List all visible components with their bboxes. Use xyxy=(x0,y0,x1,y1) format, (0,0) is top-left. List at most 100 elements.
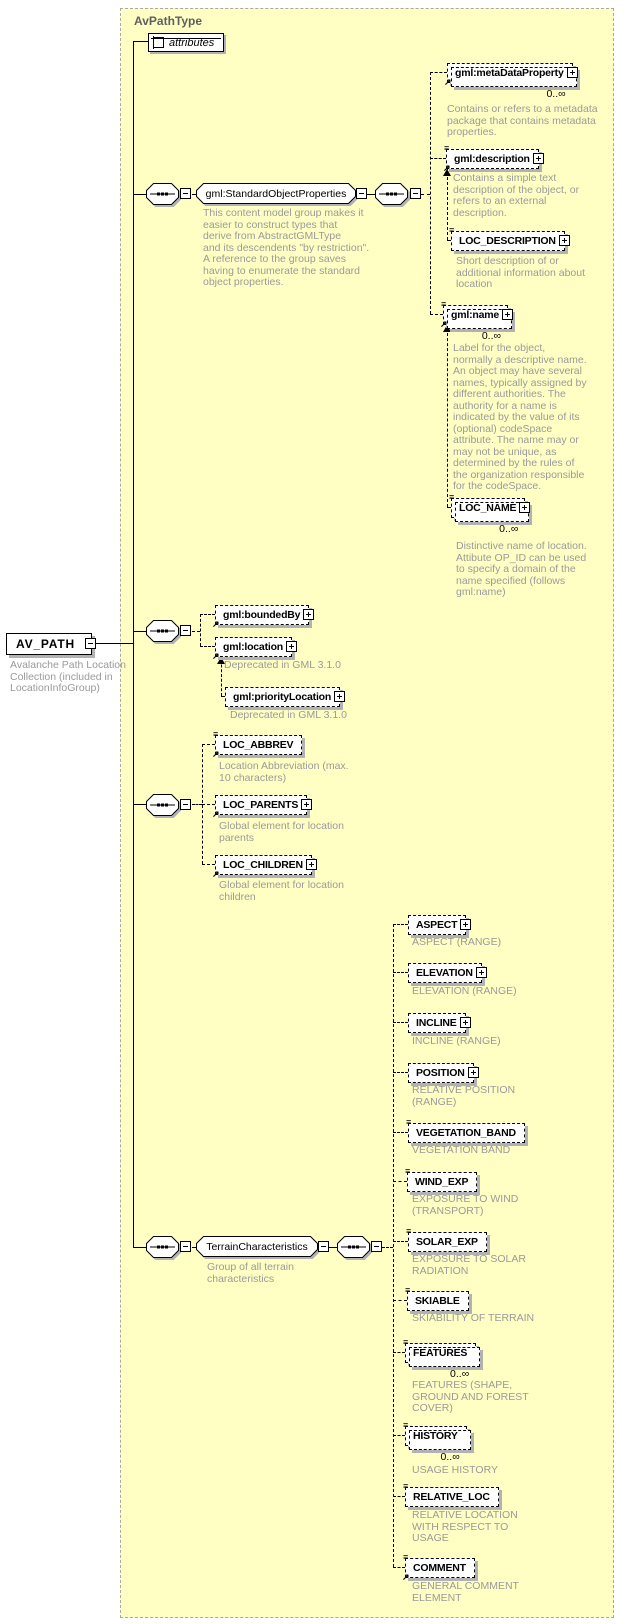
element-label: LOC_NAME xyxy=(459,502,517,514)
element-label: SKIABLE xyxy=(415,1295,460,1307)
element-incline[interactable]: INCLINE xyxy=(408,1013,471,1033)
expand-button[interactable] xyxy=(459,1016,471,1028)
expand-button[interactable] xyxy=(558,234,570,246)
annotation-icon: ≡ xyxy=(406,1226,412,1236)
collapse-button[interactable] xyxy=(180,1241,191,1252)
substitutable-icon: ↗ xyxy=(212,651,220,661)
collapse-button[interactable] xyxy=(318,1241,329,1252)
annotation-icon: ≡ xyxy=(403,1337,409,1347)
occurrence-label: 0..∞ xyxy=(499,523,519,535)
annotation-icon: ≡ xyxy=(403,1420,409,1430)
element-label: WIND_EXP xyxy=(415,1176,469,1188)
element-elevation[interactable]: ELEVATION xyxy=(408,963,487,983)
group-standard-object-properties[interactable]: gml:StandardObjectProperties xyxy=(196,183,356,204)
element-annotation: EXPOSURE TO SOLAR RADIATION xyxy=(412,1253,526,1277)
element-label: gml:location xyxy=(223,641,284,653)
annotation-icon: ≡ xyxy=(406,1117,412,1127)
element-features[interactable]: ≡ FEATURES 0..∞ xyxy=(403,1338,481,1380)
expand-button[interactable] xyxy=(519,501,531,513)
connector xyxy=(202,744,215,745)
element-av-path[interactable]: AV_PATH xyxy=(6,633,96,655)
element-loc-description[interactable]: ≡ LOC_DESCRIPTION xyxy=(449,226,570,251)
element-relative-loc[interactable]: ≡ RELATIVE_LOC xyxy=(403,1482,499,1507)
connector xyxy=(447,507,451,508)
element-loc-children[interactable]: ↗ LOC_CHILDREN xyxy=(212,855,317,879)
expand-button[interactable] xyxy=(334,690,346,702)
connector xyxy=(430,72,447,73)
element-label: INCLINE xyxy=(416,1017,457,1029)
group-label: gml:StandardObjectProperties xyxy=(205,187,347,200)
collapse-button[interactable] xyxy=(180,799,191,810)
expand-button[interactable] xyxy=(460,918,472,930)
annotation-icon: ≡ xyxy=(405,1285,411,1295)
group-annotation: Group of all terrain characteristics xyxy=(207,1261,294,1285)
expand-attributes-button[interactable] xyxy=(153,37,164,48)
connector xyxy=(430,158,446,159)
element-annotation: Deprecated in GML 3.1.0 xyxy=(224,659,341,671)
connector xyxy=(133,41,148,42)
annotation-icon: ≡ xyxy=(449,225,455,235)
sequence-compositor-icon xyxy=(375,183,408,205)
collapse-button[interactable] xyxy=(180,188,191,199)
element-skiable[interactable]: ≡ SKIABLE xyxy=(405,1286,469,1311)
element-history[interactable]: ≡ HISTORY 0..∞ xyxy=(403,1421,471,1463)
element-gml-location[interactable]: ↗ gml:location xyxy=(212,637,298,661)
element-annotation: RELATIVE LOCATION WITH RESPECT TO USAGE xyxy=(412,1509,518,1544)
element-gml-description[interactable]: ≡ ↗ gml:description xyxy=(443,144,544,173)
connector xyxy=(200,614,215,615)
annotation-icon: ≡ xyxy=(213,729,219,739)
occurrence-label: 0..∞ xyxy=(546,88,566,100)
connector xyxy=(202,864,215,865)
annotation-icon: ≡ xyxy=(441,299,447,309)
connector xyxy=(430,314,443,315)
element-gml-prioritylocation[interactable]: gml:priorityLocation xyxy=(225,687,346,707)
stacked-border xyxy=(409,1430,471,1450)
element-annotation: VEGETATION BAND xyxy=(412,1144,511,1156)
element-loc-abbrev[interactable]: ≡ ↗ LOC_ABBREV xyxy=(212,730,303,759)
element-gml-boundedby[interactable]: ↗ gml:boundedBy xyxy=(212,605,315,629)
element-solar-exp[interactable]: ≡ SOLAR_EXP xyxy=(406,1227,487,1252)
element-wind-exp[interactable]: ≡ WIND_EXP xyxy=(405,1167,478,1192)
element-annotation: Avalanche Path Location Collection (incl… xyxy=(10,659,126,694)
element-annotation: USAGE HISTORY xyxy=(412,1464,498,1476)
element-aspect[interactable]: ASPECT xyxy=(408,915,472,935)
element-label: ASPECT xyxy=(416,919,458,931)
element-position[interactable]: POSITION xyxy=(408,1063,479,1083)
group-annotation: This content model group makes it easier… xyxy=(203,207,370,288)
connector xyxy=(367,194,375,195)
expand-button[interactable] xyxy=(467,1066,479,1078)
expand-button[interactable] xyxy=(532,152,544,164)
collapse-button[interactable] xyxy=(356,188,367,199)
expand-button[interactable] xyxy=(286,640,298,652)
substitutable-icon: ↗ xyxy=(444,77,452,87)
collapse-button[interactable] xyxy=(180,625,191,636)
expand-button[interactable] xyxy=(566,66,578,78)
element-gml-name[interactable]: ≡ ↗ gml:name 0..∞ xyxy=(440,300,513,342)
connector xyxy=(393,1496,405,1497)
element-annotation: GENERAL COMMENT ELEMENT xyxy=(412,1580,519,1604)
complex-type-title: AvPathType xyxy=(134,14,203,28)
expand-button[interactable] xyxy=(303,608,315,620)
element-loc-name[interactable]: ≡ LOC_NAME 0..∞ xyxy=(449,493,531,535)
element-vegetation-band[interactable]: ≡ VEGETATION_BAND xyxy=(406,1118,525,1143)
expand-button[interactable] xyxy=(502,308,513,320)
annotation-icon: ≡ xyxy=(444,143,450,153)
expand-button[interactable] xyxy=(475,966,487,978)
element-annotation: ASPECT (RANGE) xyxy=(412,936,502,948)
substitutable-icon: ↗ xyxy=(443,163,451,173)
sequence-compositor-icon xyxy=(146,620,179,642)
collapse-button[interactable] xyxy=(410,188,421,199)
element-gml-metadataproperty[interactable]: ↗ gml:metaDataProperty 0..∞ xyxy=(444,63,578,100)
element-label: HISTORY xyxy=(413,1430,458,1442)
element-loc-parents[interactable]: ↗ LOC_PARENTS xyxy=(212,795,313,819)
group-terrain-characteristics[interactable]: TerrainCharacteristics xyxy=(196,1236,318,1257)
occurrence-label: 0..∞ xyxy=(450,1368,470,1380)
connector xyxy=(192,804,202,805)
collapse-button[interactable] xyxy=(84,638,96,649)
expand-button[interactable] xyxy=(301,798,313,810)
collapse-button[interactable] xyxy=(371,1241,382,1252)
expand-button[interactable] xyxy=(305,858,317,870)
attributes-box[interactable]: attributes xyxy=(148,33,225,52)
element-comment[interactable]: ≡ ↗ COMMENT xyxy=(402,1553,475,1582)
